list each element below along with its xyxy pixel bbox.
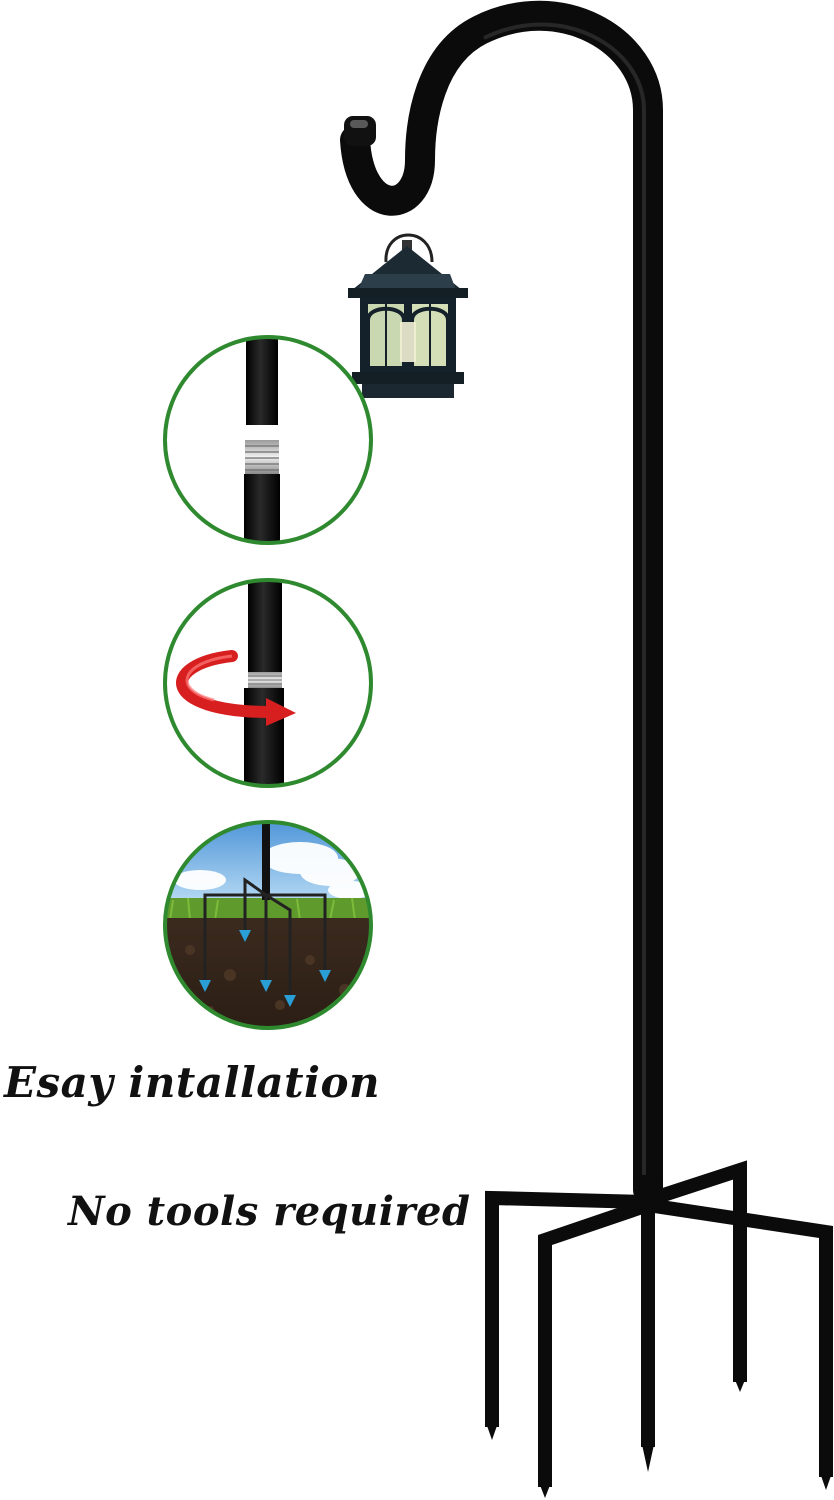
lower-pole-section — [244, 474, 280, 543]
step-twist-circle — [163, 578, 373, 788]
base-prongs — [485, 1160, 833, 1487]
shepherd-hook — [340, 0, 833, 1498]
solar-lantern — [348, 233, 468, 398]
thread-connector — [245, 440, 279, 474]
caption-easy-installation: Esay intallation — [4, 1058, 381, 1107]
hook-curve — [340, 0, 663, 1205]
caption-no-tools: No tools required — [68, 1188, 471, 1235]
step-ground-circle — [163, 820, 373, 1030]
ground-prongs-icon — [203, 877, 327, 1000]
upper-pole-section — [246, 337, 278, 425]
step-connect-circle — [163, 335, 373, 545]
rotate-arrow-icon — [176, 650, 296, 726]
